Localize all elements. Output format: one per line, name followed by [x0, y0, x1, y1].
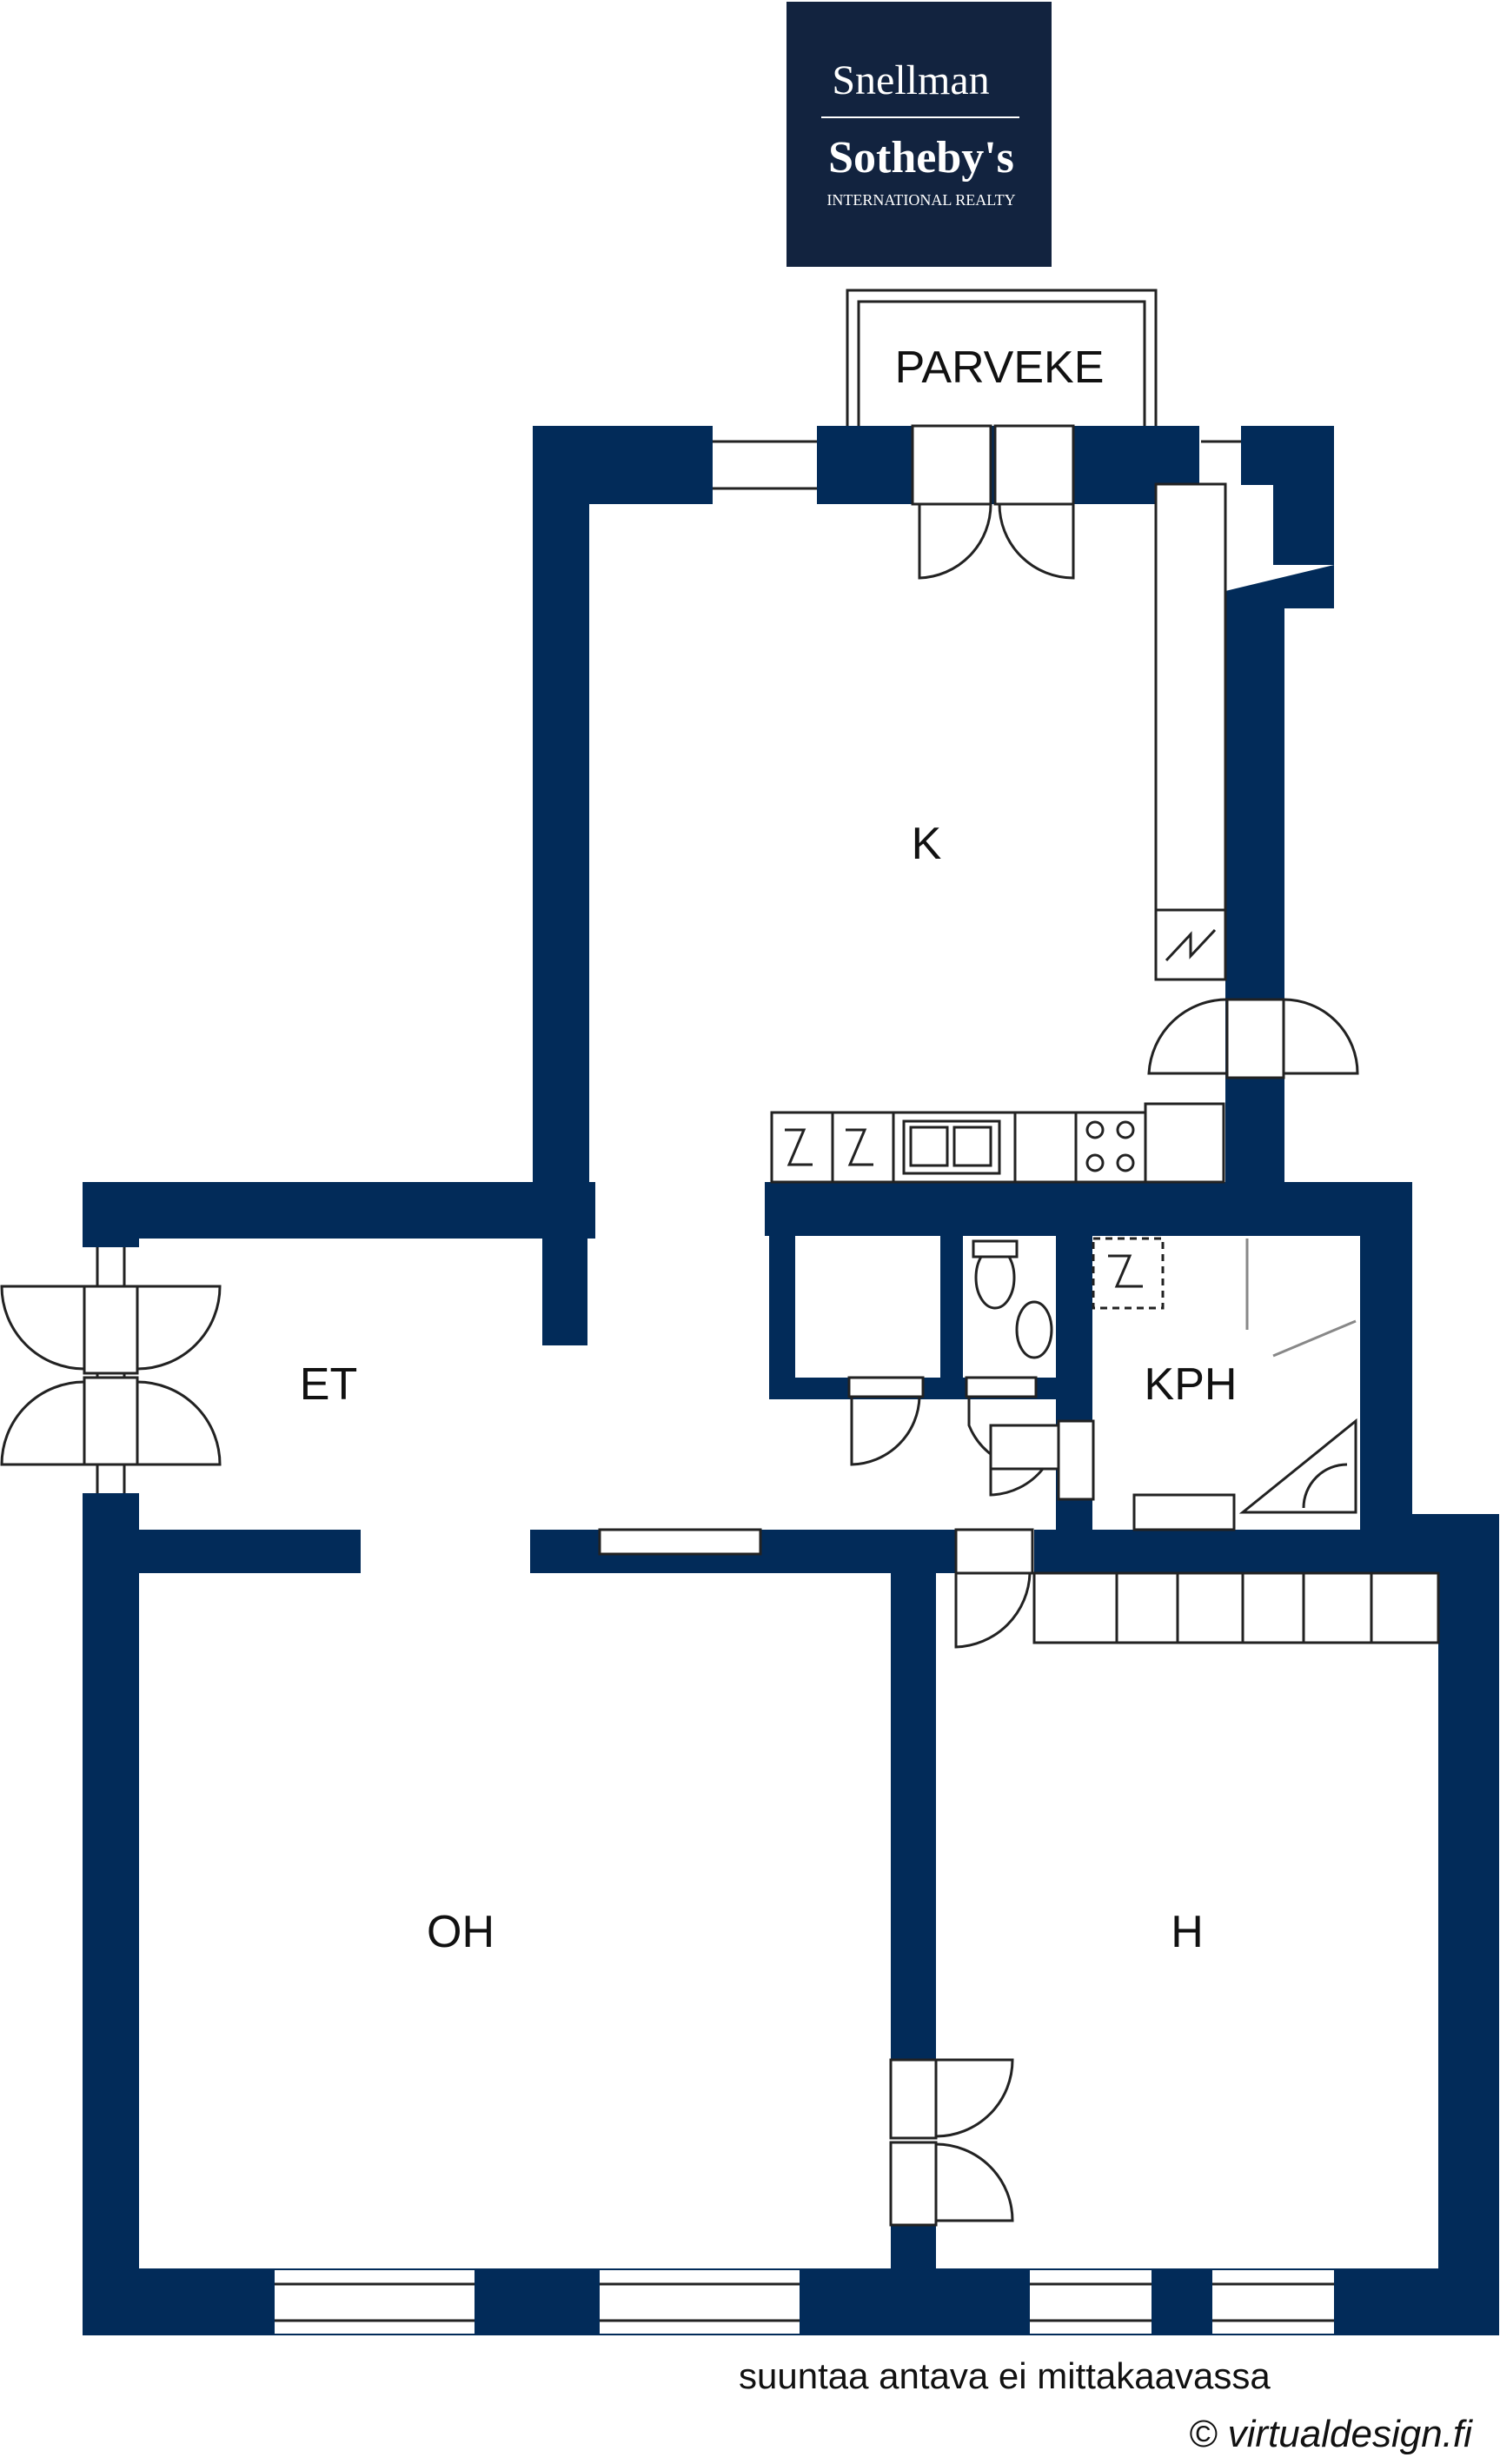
room-label-kitchen: K [912, 819, 942, 869]
fixtures [598, 482, 1440, 1644]
logo-line1: Snellman [832, 57, 989, 103]
scale-note: suuntaa antava ei mittakaavassa [739, 2355, 1271, 2396]
room-label-bathroom: KPH [1145, 1359, 1238, 1410]
doors [0, 424, 1359, 2227]
room-label-entry: ET [300, 1359, 357, 1410]
walls [83, 426, 1499, 2335]
credit-note: © virtualdesign.fi [1189, 2413, 1472, 2455]
logo-line3: INTERNATIONAL REALTY [826, 191, 1015, 209]
realtor-logo: Snellman Sotheby's INTERNATIONAL REALTY [787, 2, 1052, 267]
windows [84, 428, 1334, 2334]
logo-background [787, 2, 1052, 267]
room-label-bedroom: H [1171, 1907, 1204, 1957]
logo-line2: Sotheby's [828, 133, 1014, 183]
room-label-balcony: PARVEKE [895, 342, 1105, 393]
room-label-living: OH [427, 1907, 494, 1957]
